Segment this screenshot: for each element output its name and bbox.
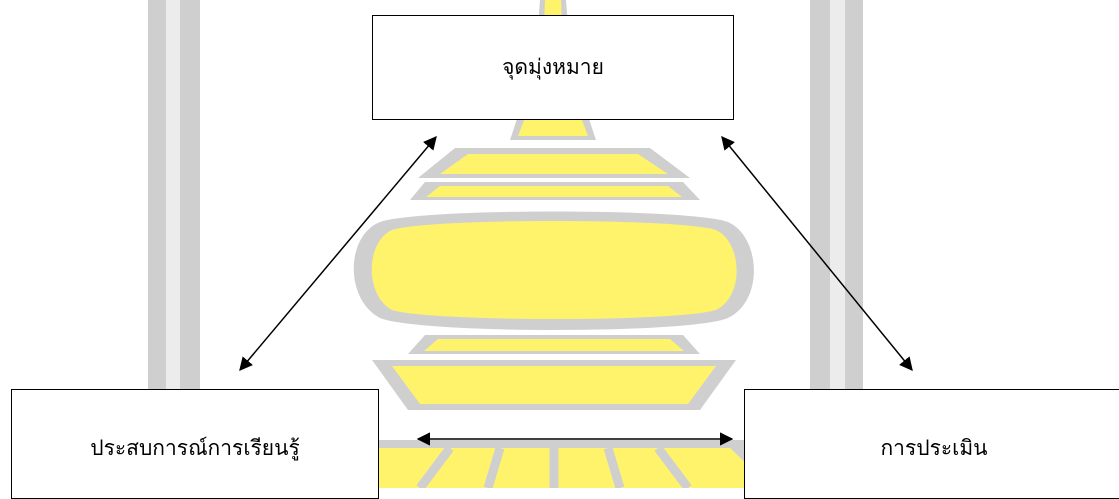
node-evaluation-label: การประเมิน xyxy=(880,435,988,460)
node-goal: จุดมุ่งหมาย xyxy=(372,15,734,120)
node-learning-experience: ประสบการณ์การเรียนรู้ xyxy=(11,389,379,499)
arrow-goal-experience xyxy=(239,135,437,372)
arrow-goal-evaluation xyxy=(721,135,913,372)
node-goal-label: จุดมุ่งหมาย xyxy=(502,55,604,79)
node-evaluation: การประเมิน xyxy=(744,389,1119,499)
node-learning-experience-label: ประสบการณ์การเรียนรู้ xyxy=(90,435,300,460)
watermark-pillar-left-inner xyxy=(180,0,200,488)
watermark-pillar-left-outer xyxy=(148,0,166,488)
